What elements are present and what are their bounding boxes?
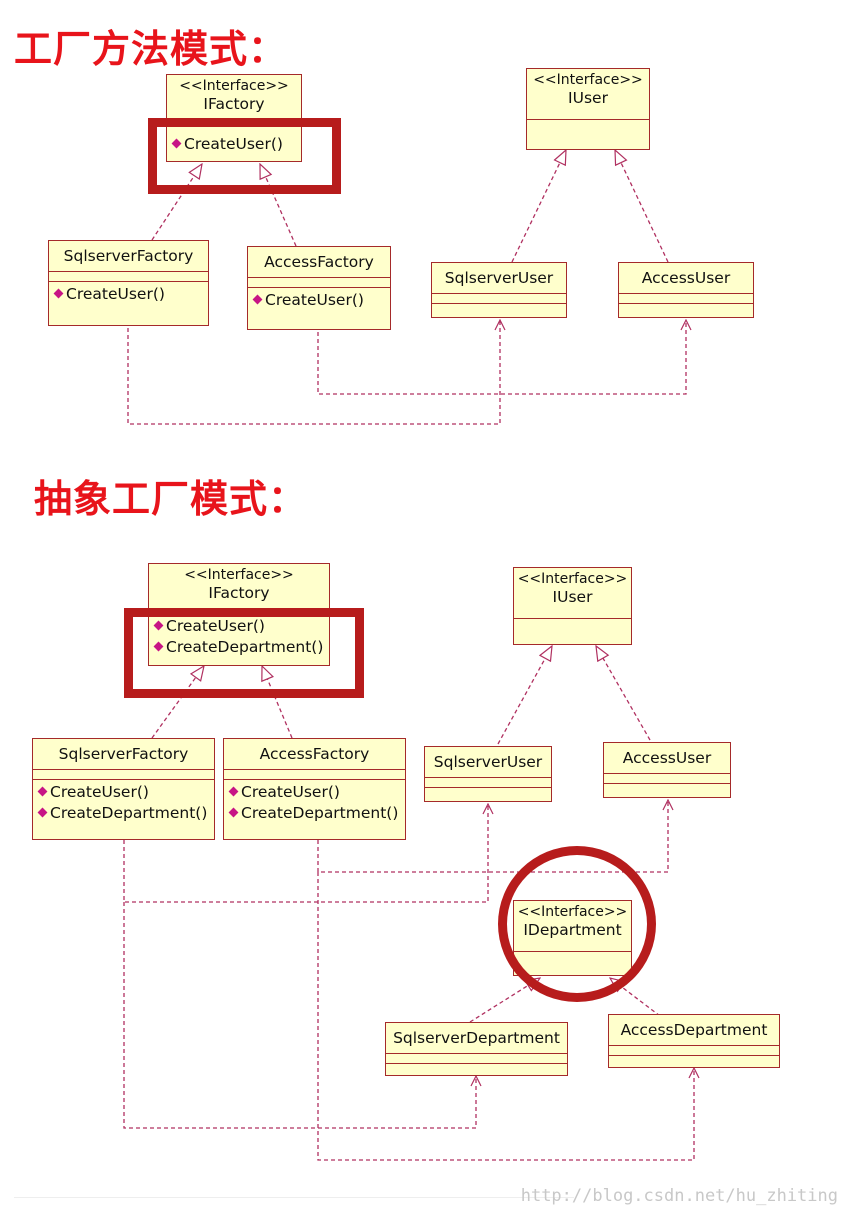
operation-diamond-icon bbox=[37, 786, 48, 797]
operation-create-department: CreateDepartment() bbox=[37, 803, 210, 824]
realization-accessfactory-ifactory bbox=[260, 164, 297, 247]
class-iuser: <<Interface>> IUser bbox=[526, 68, 650, 150]
class-accessfactory: AccessFactory CreateUser() bbox=[247, 246, 391, 330]
operation-create-user: CreateUser() bbox=[37, 782, 210, 803]
operation-diamond-icon bbox=[228, 786, 239, 797]
realization-accessuser-iuser bbox=[615, 150, 669, 263]
realization-af-accessuser-iuser bbox=[596, 646, 651, 741]
class-name: IUser bbox=[552, 588, 593, 606]
operation-create-department: CreateDepartment() bbox=[228, 803, 401, 824]
realization-af-sqlserverfactory-ifactory bbox=[151, 666, 204, 739]
operation-create-user: CreateUser() bbox=[228, 782, 401, 803]
highlight-circle-idepartment bbox=[498, 846, 656, 1002]
attribute-compartment bbox=[386, 1054, 567, 1064]
factory-method-title: 工厂方法模式： bbox=[14, 27, 288, 71]
class-name: AccessDepartment bbox=[609, 1015, 779, 1046]
divider bbox=[14, 1197, 574, 1198]
operation-create-user: CreateUser() bbox=[53, 284, 204, 305]
class-name: IFactory bbox=[208, 584, 270, 602]
class-name: AccessUser bbox=[604, 743, 730, 774]
class-accessuser: AccessUser bbox=[618, 262, 754, 318]
watermark: http://blog.csdn.net/hu_zhiting bbox=[520, 1186, 838, 1206]
attribute-compartment bbox=[425, 778, 551, 788]
class-accessdepartment: AccessDepartment bbox=[608, 1014, 780, 1068]
class-sqlserverfactory: SqlserverFactory CreateUser() bbox=[48, 240, 209, 326]
attribute-compartment bbox=[432, 294, 566, 304]
operation-diamond-icon bbox=[53, 288, 64, 299]
attribute-compartment bbox=[49, 272, 208, 282]
operation-diamond-icon bbox=[228, 807, 239, 818]
attribute-compartment bbox=[609, 1046, 779, 1056]
stereotype-label: <<Interface>> bbox=[517, 571, 628, 587]
dependency-af-accessfactory-accessuser bbox=[317, 800, 668, 873]
dependency-accessfactory-accessuser bbox=[317, 320, 686, 395]
operation-diamond-icon bbox=[37, 807, 48, 818]
highlight-box-abstract-factory bbox=[124, 608, 364, 698]
class-name: IUser bbox=[568, 89, 608, 107]
class-name: SqlserverUser bbox=[432, 263, 566, 294]
class-sqlserverfactory-af: SqlserverFactory CreateUser() CreateDepa… bbox=[32, 738, 215, 840]
attribute-compartment bbox=[33, 770, 214, 780]
class-accessuser-af: AccessUser bbox=[603, 742, 731, 798]
operation-create-department: CreateDepartment() bbox=[153, 637, 325, 658]
class-sqlserveruser-af: SqlserverUser bbox=[424, 746, 552, 802]
realization-sqlserverfactory-ifactory bbox=[151, 164, 202, 241]
class-accessfactory-af: AccessFactory CreateUser() CreateDepartm… bbox=[223, 738, 406, 840]
class-name: AccessUser bbox=[619, 263, 753, 294]
class-name: SqlserverFactory bbox=[49, 241, 208, 272]
attribute-compartment bbox=[224, 770, 405, 780]
class-sqlserverdepartment: SqlserverDepartment bbox=[385, 1022, 568, 1076]
stereotype-label: <<Interface>> bbox=[184, 567, 294, 583]
class-name: AccessFactory bbox=[224, 739, 405, 770]
operation-diamond-icon bbox=[252, 294, 263, 305]
stereotype-label: <<Interface>> bbox=[533, 72, 643, 88]
operation-create-user: CreateUser() bbox=[153, 616, 325, 637]
realization-sqlserveruser-iuser bbox=[511, 150, 566, 263]
class-name: SqlserverUser bbox=[425, 747, 551, 778]
class-iuser-af: <<Interface>> IUser bbox=[513, 567, 632, 645]
highlight-box-factory-method bbox=[148, 118, 341, 194]
attribute-compartment bbox=[619, 294, 753, 304]
class-name: SqlserverDepartment bbox=[386, 1023, 567, 1054]
abstract-factory-title: 抽象工厂模式： bbox=[34, 477, 308, 521]
dependency-af-accessfactory-accessdept bbox=[317, 872, 694, 1161]
class-name: IFactory bbox=[203, 95, 265, 113]
attribute-compartment bbox=[248, 278, 390, 288]
attribute-compartment bbox=[604, 774, 730, 784]
realization-af-accessfactory-ifactory bbox=[262, 666, 293, 739]
class-name: AccessFactory bbox=[248, 247, 390, 278]
dependency-af-sqlserverfactory-sqlserveruser bbox=[123, 804, 488, 903]
dependency-af-sqlserverfactory-sqlserverdept bbox=[123, 902, 476, 1129]
realization-af-sqlserveruser-iuser bbox=[497, 646, 552, 745]
operation-create-user: CreateUser() bbox=[252, 290, 386, 311]
class-name: SqlserverFactory bbox=[33, 739, 214, 770]
stereotype-label: <<Interface>> bbox=[179, 78, 289, 94]
class-sqlserveruser: SqlserverUser bbox=[431, 262, 567, 318]
dependency-sqlserverfactory-sqlserveruser bbox=[127, 320, 500, 425]
operation-create-user: CreateUser() bbox=[171, 134, 297, 155]
